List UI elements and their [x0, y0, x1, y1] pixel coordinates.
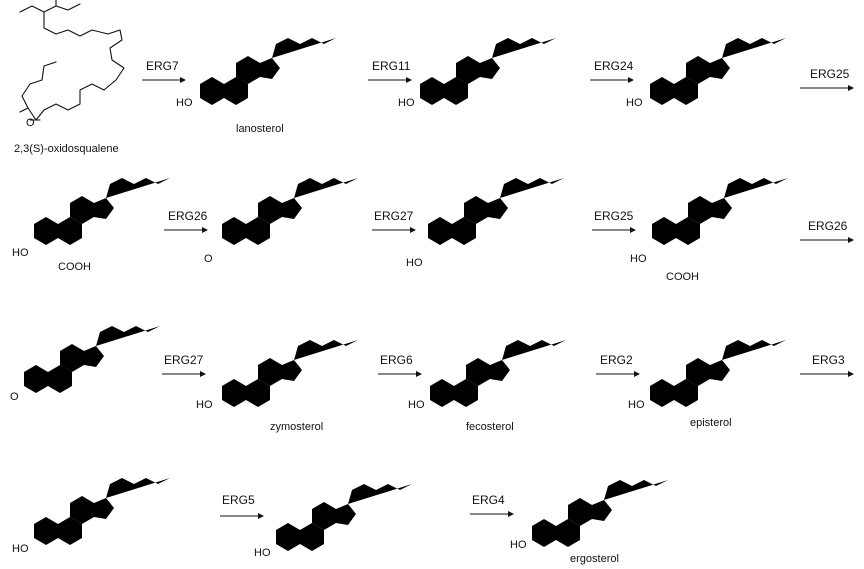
enzyme-label-1: ERG11 — [372, 59, 411, 73]
carboxyl-label-7: COOH — [666, 271, 699, 283]
enzyme-label-0: ERG7 — [146, 59, 179, 73]
compound-name-11: episterol — [690, 417, 732, 429]
structure-episterol — [650, 330, 786, 407]
hydroxyl-label-10: HO — [408, 399, 425, 411]
structure-intermediate-3 — [650, 28, 786, 105]
structure-oxidosqualene — [19, 0, 125, 121]
structure-zymosterol — [222, 330, 358, 407]
enzyme-label-6: ERG25 — [594, 209, 634, 223]
reaction-arrow-6 — [372, 227, 416, 233]
compound-name-14: ergosterol — [570, 553, 619, 565]
reaction-arrow-10 — [378, 371, 422, 377]
structure-intermediate-8 — [24, 316, 160, 393]
structure-lanosterol — [200, 28, 336, 105]
oxo-label-5: O — [204, 253, 213, 265]
hydroxyl-label-12: HO — [12, 543, 29, 555]
reaction-arrow-7 — [592, 227, 636, 233]
compound-name-9: zymosterol — [270, 421, 323, 433]
epoxide-oxygen-label: O — [26, 117, 35, 129]
hydroxyl-label-4: HO — [12, 247, 29, 259]
reaction-arrow-9 — [162, 371, 206, 377]
enzyme-label-2: ERG24 — [594, 59, 634, 73]
structure-intermediate-2 — [420, 28, 556, 105]
reaction-arrow-4 — [800, 85, 854, 91]
enzyme-label-8: ERG27 — [164, 353, 204, 367]
enzyme-label-13: ERG4 — [472, 493, 505, 507]
reaction-arrow-11 — [596, 371, 640, 377]
reaction-arrow-14 — [470, 511, 514, 517]
enzyme-label-9: ERG6 — [380, 353, 413, 367]
hydroxyl-label-6: HO — [406, 257, 423, 269]
reaction-arrow-13 — [220, 513, 264, 519]
structure-intermediate-4 — [34, 168, 170, 245]
reaction-arrow-2 — [368, 77, 412, 83]
hydroxyl-label-1: HO — [176, 97, 193, 109]
reaction-arrow-5 — [164, 227, 208, 233]
enzyme-label-3: ERG25 — [810, 67, 850, 81]
compound-name-0: 2,3(S)-oxidosqualene — [14, 143, 119, 155]
enzyme-label-11: ERG3 — [812, 353, 845, 367]
reaction-arrow-3 — [590, 77, 634, 83]
hydroxyl-label-11: HO — [628, 399, 645, 411]
enzyme-label-7: ERG26 — [808, 219, 848, 233]
hydroxyl-label-9: HO — [196, 399, 213, 411]
enzyme-label-4: ERG26 — [168, 209, 208, 223]
enzyme-label-5: ERG27 — [374, 209, 414, 223]
structure-intermediate-13 — [276, 474, 412, 551]
reaction-arrow-8 — [800, 237, 854, 243]
compound-name-1: lanosterol — [236, 123, 284, 135]
enzyme-label-12: ERG5 — [222, 493, 255, 507]
hydroxyl-label-14: HO — [510, 539, 527, 551]
hydroxyl-label-7: HO — [630, 253, 647, 265]
enzyme-label-10: ERG2 — [600, 353, 633, 367]
structure-intermediate-7 — [652, 168, 788, 245]
structure-ergosterol — [532, 470, 668, 547]
structure-fecosterol — [430, 330, 566, 407]
reaction-arrow-1 — [142, 77, 186, 83]
structure-intermediate-6 — [428, 168, 564, 245]
hydroxyl-label-2: HO — [398, 97, 415, 109]
reaction-arrow-12 — [800, 371, 854, 377]
structure-intermediate-5 — [222, 168, 358, 245]
oxo-label-8: O — [10, 391, 19, 403]
hydroxyl-label-3: HO — [626, 97, 643, 109]
compound-name-10: fecosterol — [466, 421, 514, 433]
carboxyl-label-4: COOH — [58, 261, 91, 273]
hydroxyl-label-13: HO — [254, 547, 271, 559]
structure-intermediate-12 — [34, 468, 170, 545]
